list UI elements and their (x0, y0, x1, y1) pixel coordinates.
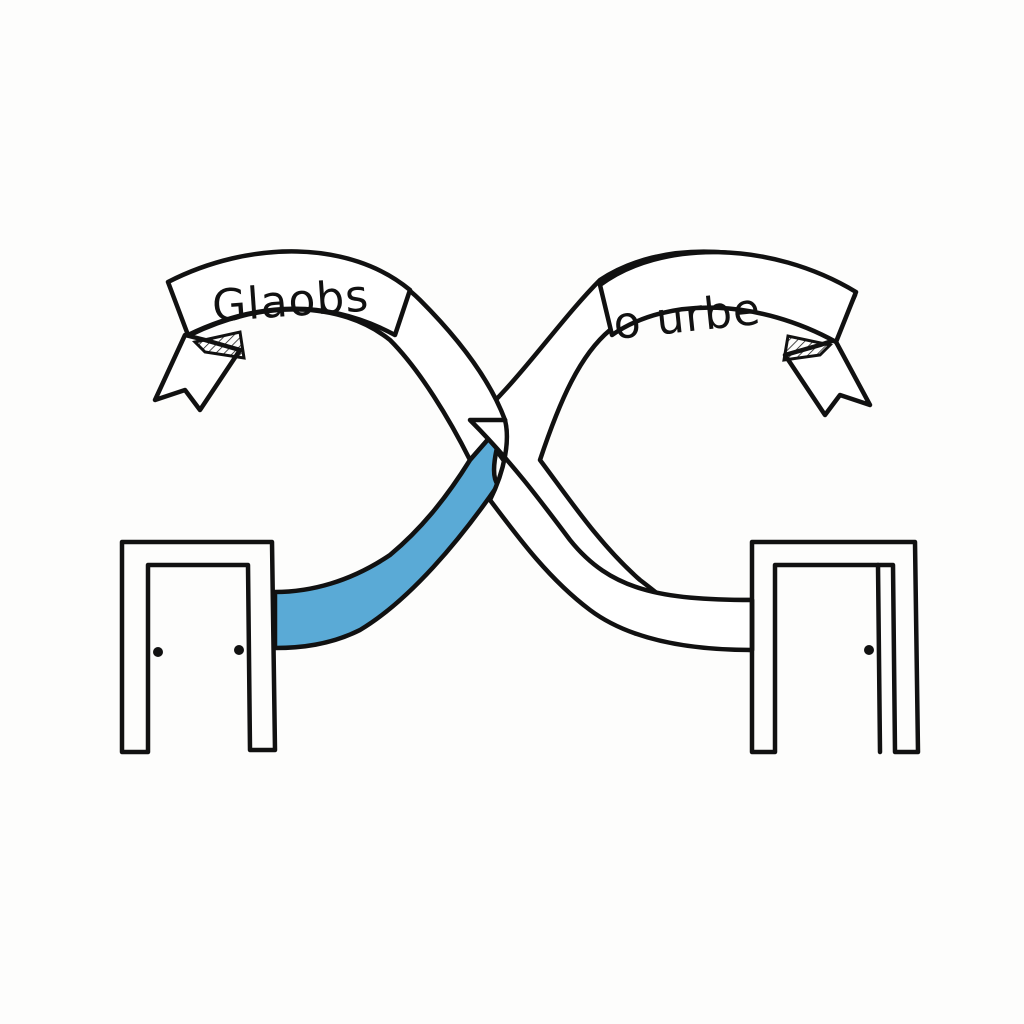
door-icon (119, 539, 278, 755)
right-banner-fold (782, 334, 834, 362)
left-door-knob-right (234, 645, 244, 655)
right-banner: o urbe (597, 249, 873, 418)
left-banner-label: Glaobs (211, 271, 371, 333)
left-banner-face (165, 249, 413, 338)
left-door-knob-left (153, 647, 163, 657)
right-ribbon-lower-band (467, 417, 755, 653)
right-door-panel-edge (875, 562, 883, 755)
right-door-frame (749, 539, 921, 755)
left-door-frame (119, 539, 278, 755)
right-banner-face (597, 249, 859, 345)
left-banner-fold (192, 330, 246, 360)
left-banner: Glaobs (152, 249, 413, 413)
right-door-knob (864, 645, 874, 655)
door-icon (749, 539, 921, 755)
